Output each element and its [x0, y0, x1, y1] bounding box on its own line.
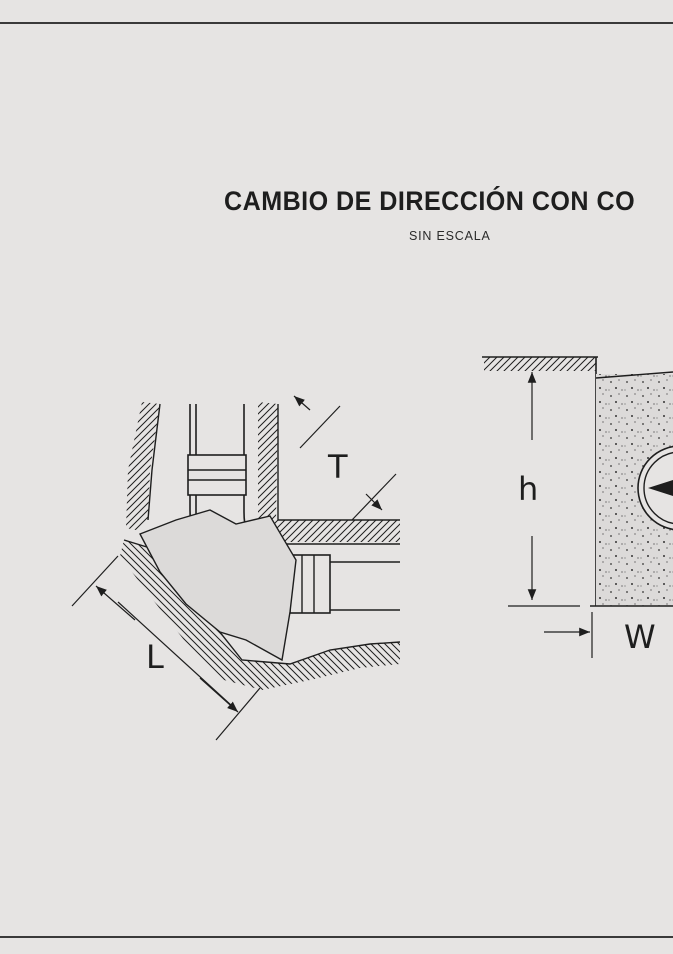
- soil-hatch-bottom: [120, 540, 400, 690]
- soil-hatch-left: [126, 402, 160, 530]
- dim-L-label: L: [146, 638, 164, 676]
- drawing-title: CAMBIO DE DIRECCIÓN CON CO: [224, 186, 636, 216]
- soil-edge-left: [147, 403, 161, 521]
- dim-T-label: T: [327, 448, 348, 486]
- dim-W-label: W: [624, 618, 656, 656]
- ground-hatch: [484, 357, 596, 371]
- dim-h-label: h: [518, 470, 538, 508]
- sheet-border-bottom: [0, 936, 673, 938]
- plan-view: L T: [71, 395, 401, 741]
- drawing-subtitle: SIN ESCALA: [409, 229, 491, 243]
- section-view: h W: [482, 356, 673, 658]
- dim-L-line: [117, 601, 233, 707]
- pipe-joint-vertical: [187, 454, 247, 496]
- sheet-border-top: [0, 22, 673, 24]
